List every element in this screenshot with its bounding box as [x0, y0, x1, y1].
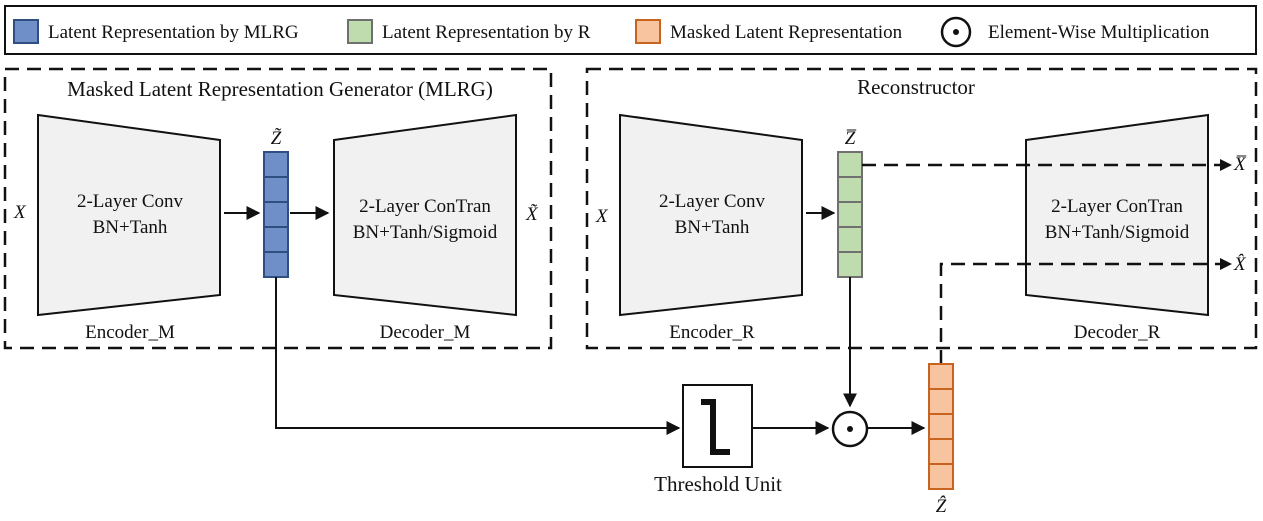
legend: Latent Representation by MLRG Latent Rep… [4, 5, 1257, 55]
path-masked-to-x-hat [939, 262, 1226, 364]
mlrg-input-x: X [13, 202, 27, 223]
encoder-m-shape [37, 113, 221, 317]
legend-label-masked: Masked Latent Representation [670, 22, 903, 43]
mlrg-latent-cell [263, 176, 289, 203]
mlrg-title: Masked Latent Representation Generator (… [67, 77, 493, 101]
decoder-m-line1: 2-Layer ConTran [359, 196, 491, 217]
mlrg-latent-vector [263, 151, 289, 278]
decoder-m-name: Decoder_M [380, 322, 471, 343]
decoder-r-line2: BN+Tanh/Sigmoid [1045, 222, 1190, 243]
decoder-m-line2: BN+Tanh/Sigmoid [353, 222, 498, 243]
masked-latent-cell [928, 438, 954, 465]
encoder-r-line1: 2-Layer Conv [659, 191, 766, 212]
reconstructor-input-x: X [595, 206, 609, 227]
mlrg-latent-cell [263, 251, 289, 278]
reconstructor-frame [585, 67, 1258, 350]
encoder-m-name: Encoder_M [85, 322, 175, 343]
masked-latent-cell [928, 463, 954, 490]
legend-label-r: Latent Representation by R [382, 22, 591, 43]
masked-latent-vector [928, 363, 954, 490]
legend-swatch-masked [635, 19, 661, 44]
mlrg-latent-cell [263, 151, 289, 178]
legend-frame [4, 5, 1257, 55]
threshold-unit-label: Threshold Unit [654, 472, 782, 496]
encoder-r-shape [619, 113, 803, 317]
decoder-r-line1: 2-Layer ConTran [1051, 196, 1183, 217]
masking-flow: Threshold Unit Ẑ [275, 277, 954, 517]
mlrg-latent-label: Z̃ [271, 128, 282, 149]
masked-latent-cell [928, 413, 954, 440]
legend-label-mlrg: Latent Representation by MLRG [48, 22, 299, 43]
legend-multiply-dot [953, 29, 959, 35]
mlrg-module: Masked Latent Representation Generator (… [3, 67, 553, 350]
reconstructor-latent-vector [837, 151, 863, 278]
arrowhead-x-hat [1220, 258, 1232, 270]
encoder-m-line2: BN+Tanh [93, 217, 168, 238]
legend-swatch-mlrg [13, 19, 39, 44]
reconstructor-latent-cell [837, 226, 863, 253]
reconstructor-latent-label: Z̅ [845, 128, 857, 149]
wire-mlrg-latent-to-threshold [275, 277, 681, 435]
mlrg-latent-cell [263, 201, 289, 228]
arrowhead-x-bar [1220, 159, 1232, 171]
output-x-hat: X̂ [1233, 254, 1247, 275]
encoder-m-line1: 2-Layer Conv [77, 191, 184, 212]
masked-latent-cell [928, 363, 954, 390]
encoder-r-name: Encoder_R [669, 322, 755, 343]
reconstructor-latent-cell [837, 201, 863, 228]
reconstructor-latent-cell [837, 176, 863, 203]
decoder-m-shape [333, 113, 517, 317]
decoder-r-name: Decoder_R [1074, 322, 1161, 343]
reconstructor-latent-cell [837, 151, 863, 178]
mlrg-frame [3, 67, 553, 350]
masked-latent-cell [928, 388, 954, 415]
legend-label-multiply: Element-Wise Multiplication [988, 22, 1210, 43]
reconstructor-latent-cell [837, 251, 863, 278]
reconstructor-title: Reconstructor [857, 75, 975, 99]
mlrg-output-x-tilde: X̃ [525, 204, 539, 225]
masked-latent-label: Ẑ [936, 495, 947, 517]
reconstructor-module: Reconstructor X 2-Layer Conv BN+Tanh Enc… [585, 67, 1258, 364]
multiply-node-dot [847, 426, 853, 432]
legend-swatch-r [347, 19, 373, 44]
mlrg-latent-cell [263, 226, 289, 253]
encoder-r-line2: BN+Tanh [675, 217, 750, 238]
output-x-bar: X̅ [1233, 154, 1247, 175]
step-function-icon [701, 399, 730, 455]
